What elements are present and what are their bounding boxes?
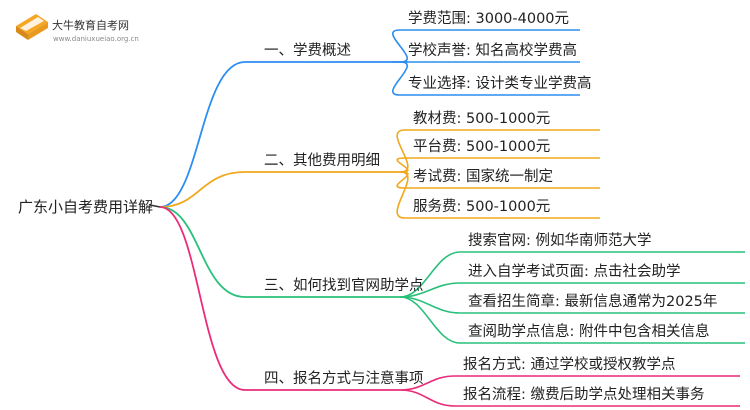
child-label: 专业选择: 设计类专业学费高: [408, 75, 592, 92]
child-connector: [392, 61, 408, 96]
branch-connector: [159, 171, 246, 208]
child-label: 服务费: 500-1000元: [413, 198, 550, 215]
watermark-title: 大牛教育自考网: [52, 18, 129, 32]
child-label: 搜索官网: 例如华南师范大学: [468, 232, 652, 249]
child-label: 查看招生简章: 最新信息通常为2025年: [468, 292, 717, 310]
book-logo-icon: [16, 14, 48, 40]
branch-connector: [159, 206, 246, 391]
child-connector: [396, 129, 409, 173]
branch-label: 二、其他费用明细: [264, 152, 380, 169]
child-label: 学费范围: 3000-4000元: [408, 10, 569, 27]
branch-label: 三、如何找到官网助学点: [264, 277, 424, 294]
root-label: 广东小自考费用详解: [18, 198, 153, 216]
child-label: 报名流程: 缴费后助学点处理相关事务: [463, 386, 705, 403]
child-label: 报名方式: 通过学校或授权教学点: [463, 356, 676, 373]
root-connector: [149, 204, 161, 208]
mindmap-edges: [149, 29, 745, 407]
watermark-url: www.daniuxueiao.org.cn: [53, 35, 139, 43]
child-connector: [392, 29, 408, 63]
branch-label: 一、学费概述: [264, 42, 351, 59]
child-connector: [396, 157, 409, 173]
child-label: 查阅助学点信息: 附件中包含相关信息: [468, 323, 710, 340]
child-connector: [396, 171, 409, 219]
child-label: 考试费: 国家统一制定: [413, 168, 553, 185]
child-connector: [399, 251, 461, 298]
child-label: 教材费: 500-1000元: [413, 110, 550, 127]
child-label: 平台费: 500-1000元: [413, 138, 550, 155]
branch-connector: [159, 206, 246, 298]
child-label: 进入自学考试页面: 点击社会助学: [468, 263, 681, 280]
branch-label: 四、报名方式与注意事项: [264, 369, 424, 387]
watermark: 大牛教育自考网 www.daniuxueiao.org.cn: [16, 14, 139, 43]
branch-connector: [159, 61, 246, 208]
child-connector: [399, 296, 461, 344]
child-label: 学校声誉: 知名高校学费高: [408, 41, 577, 59]
child-connector: [399, 389, 456, 407]
